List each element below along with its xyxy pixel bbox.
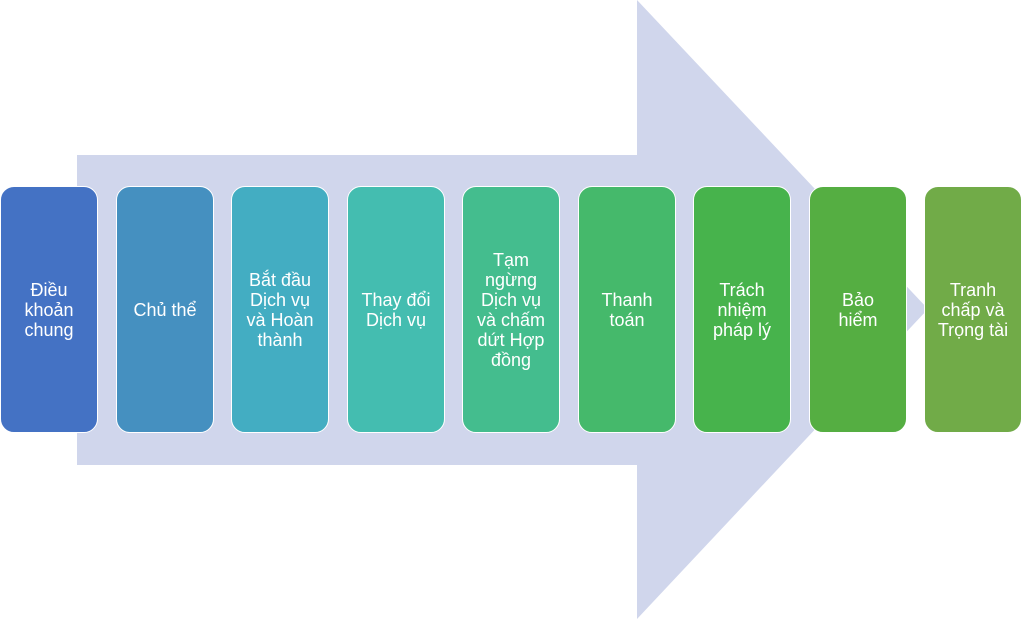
step-dieu-khoan-chung: Điều khoản chung xyxy=(0,186,98,433)
step-label: Tranh chấp và Trọng tài xyxy=(937,279,1009,340)
step-thanh-toan: Thanh toán xyxy=(578,186,676,433)
step-thay-doi-dich-vu: Thay đổi Dịch vụ xyxy=(347,186,445,433)
step-trach-nhiem-phap-ly: Trách nhiệm pháp lý xyxy=(693,186,791,433)
step-label: Điều khoản chung xyxy=(24,279,74,340)
step-label: Tạm ngừng Dịch vụ và chấm dứt Hợp đồng xyxy=(476,249,546,370)
step-bat-dau-dich-vu: Bắt đầu Dịch vụ và Hoàn thành xyxy=(231,186,329,433)
step-bao-hiem: Bảo hiểm xyxy=(809,186,907,433)
step-label: Bảo hiểm xyxy=(838,289,878,330)
step-label: Trách nhiệm pháp lý xyxy=(712,279,772,340)
step-label: Bắt đầu Dịch vụ và Hoàn thành xyxy=(246,269,314,350)
step-chu-the: Chủ thể xyxy=(116,186,214,433)
step-tam-ngung-dich-vu: Tạm ngừng Dịch vụ và chấm dứt Hợp đồng xyxy=(462,186,560,433)
step-label: Thanh toán xyxy=(601,289,653,330)
step-label: Thay đổi Dịch vụ xyxy=(361,289,431,330)
step-label: Chủ thể xyxy=(133,299,197,320)
step-tranh-chap-va-trong-tai: Tranh chấp và Trọng tài xyxy=(924,186,1022,433)
